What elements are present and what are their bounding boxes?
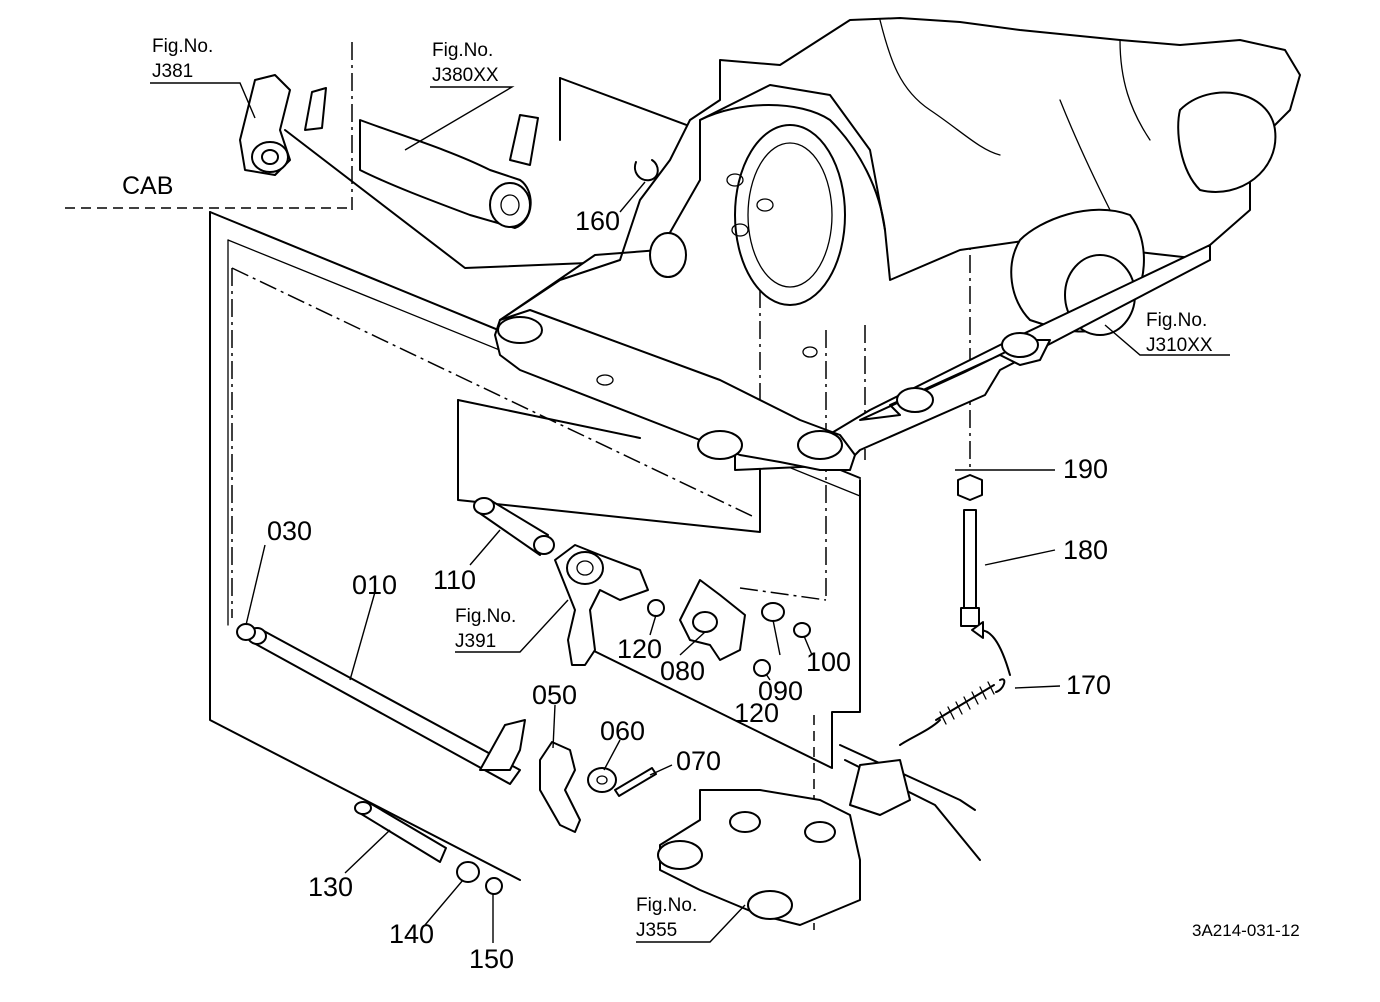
- nut-190: [957, 474, 983, 501]
- control-valve-j355: [657, 744, 981, 926]
- bracket-j391: [554, 544, 649, 666]
- washer-060: [587, 767, 617, 793]
- arm-j380xx: [359, 114, 539, 229]
- fig-ref-j310xx-line1: Fig.No.: [1146, 310, 1207, 331]
- pin-070: [614, 767, 657, 797]
- part-number-160: 160: [575, 206, 620, 236]
- collar-090: [761, 602, 785, 622]
- snap-ring-160: [634, 159, 659, 182]
- fig-ref-j380xx-line1: Fig.No.: [432, 40, 493, 61]
- leader-lines: [150, 82, 1230, 943]
- fig-ref-j380xx-line2: J380XX: [432, 65, 499, 86]
- spring-170: [899, 621, 1011, 746]
- part-number-120-upper: 120: [617, 634, 662, 664]
- shaft-010: [247, 627, 526, 785]
- pin-130: [354, 801, 447, 863]
- bolt-180: [960, 509, 980, 627]
- part-number-190: 190: [1063, 454, 1108, 484]
- part-number-130: 130: [308, 872, 353, 902]
- part-number-100: 100: [806, 647, 851, 677]
- o-ring-030: [236, 623, 256, 641]
- part-number-140: 140: [389, 919, 434, 949]
- part-number-150: 150: [469, 944, 514, 974]
- fig-ref-j391-line2: J391: [455, 631, 496, 652]
- fig-ref-j310xx-line2: J310XX: [1146, 335, 1213, 356]
- part-number-090: 090: [758, 676, 803, 706]
- ring-120-lower: [753, 659, 771, 677]
- ring-100: [793, 622, 811, 638]
- fig-ref-j391-line1: Fig.No.: [455, 606, 516, 627]
- ring-150: [485, 877, 503, 895]
- cab-label: CAB: [122, 172, 173, 200]
- part-number-030: 030: [267, 516, 312, 546]
- collar-140: [456, 861, 480, 883]
- part-number-080: 080: [660, 656, 705, 686]
- labels: CAB Fig.No. J381 Fig.No. J380XX Fig.No. …: [122, 36, 1300, 974]
- ring-120-upper: [647, 599, 665, 617]
- drawing-code: 3A214-031-12: [1192, 921, 1300, 940]
- fig-ref-j381-line2: J381: [152, 61, 193, 82]
- fig-ref-j355-line2: J355: [636, 920, 677, 941]
- part-number-180: 180: [1063, 535, 1108, 565]
- part-number-110: 110: [433, 565, 476, 595]
- part-number-060: 060: [600, 716, 645, 746]
- pin-110: [473, 497, 555, 556]
- fig-ref-j381-line1: Fig.No.: [152, 36, 213, 57]
- lever-j381: [239, 74, 327, 176]
- transmission-housing: [499, 17, 1301, 471]
- lever-050: [539, 741, 581, 833]
- part-number-120-lower: 120: [734, 698, 779, 728]
- part-number-010: 010: [352, 570, 397, 600]
- part-number-050: 050: [532, 680, 577, 710]
- lift-arm-bracket: [494, 173, 856, 471]
- fig-ref-j355-line1: Fig.No.: [636, 895, 697, 916]
- part-number-170: 170: [1066, 670, 1111, 700]
- detent-plate-080: [679, 579, 746, 661]
- part-number-070: 070: [676, 746, 721, 776]
